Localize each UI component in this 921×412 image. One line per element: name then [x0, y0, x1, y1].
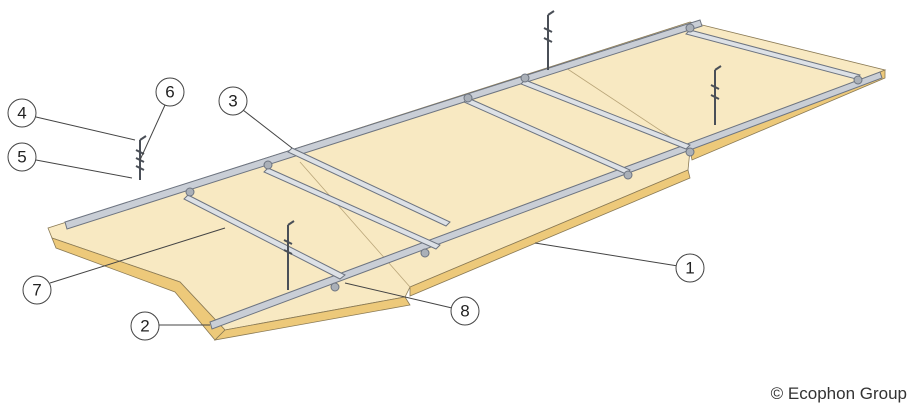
clips — [185, 23, 863, 292]
svg-text:8: 8 — [460, 302, 469, 321]
svg-text:2: 2 — [140, 317, 149, 336]
main-runner-back — [64, 19, 703, 230]
callout-4: 4 — [7, 98, 37, 128]
main-runner-front — [209, 71, 883, 330]
panel-joint — [299, 161, 411, 288]
callout-6: 6 — [155, 77, 185, 107]
cross-tee — [520, 79, 691, 150]
svg-text:1: 1 — [685, 259, 694, 278]
copyright-notice: © Ecophon Group — [770, 384, 907, 403]
panel-edge-middle — [409, 169, 691, 297]
svg-text:7: 7 — [32, 281, 41, 300]
ceiling-panels — [47, 21, 887, 341]
callout-5: 5 — [7, 142, 37, 172]
panel-joint — [559, 63, 691, 151]
panel-edge-front — [213, 296, 411, 341]
cross-tee — [183, 194, 346, 280]
callout-3: 3 — [218, 86, 248, 116]
callout-1: 1 — [675, 253, 705, 283]
cross-tee — [263, 167, 441, 250]
svg-text:4: 4 — [17, 104, 26, 123]
svg-text:6: 6 — [165, 83, 174, 102]
hanger — [135, 10, 722, 290]
leader-lines — [35, 104, 679, 326]
grid-frame — [64, 10, 883, 330]
cross-tee — [287, 147, 451, 227]
callout-7: 7 — [22, 275, 52, 305]
svg-text:5: 5 — [17, 148, 26, 167]
callout-8: 8 — [450, 296, 480, 326]
svg-text:3: 3 — [228, 92, 237, 111]
callout-2: 2 — [130, 311, 160, 341]
